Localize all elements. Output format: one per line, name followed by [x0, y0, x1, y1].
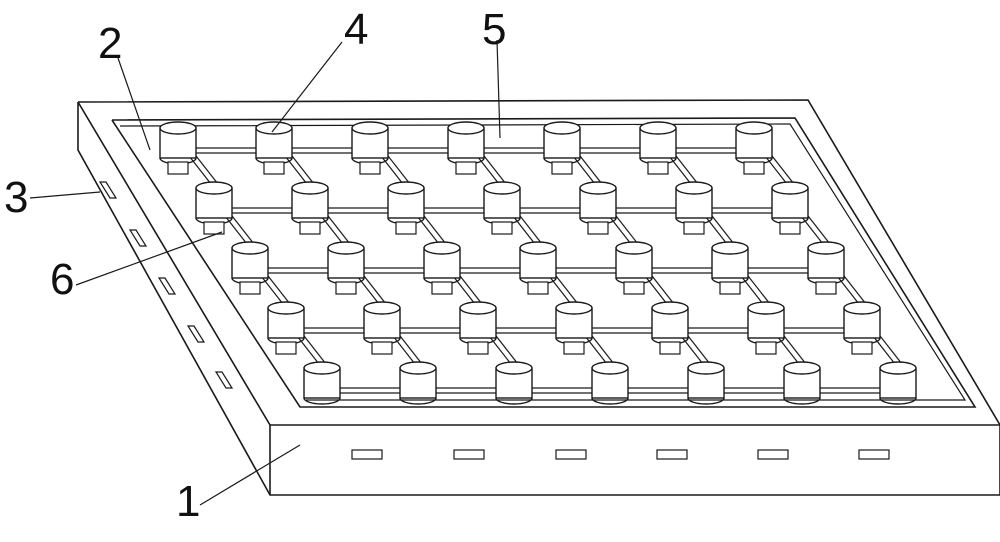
- cylinder: [711, 241, 749, 295]
- cylinder: [267, 301, 305, 355]
- cylinder: [483, 181, 521, 235]
- cylinder: [291, 181, 329, 235]
- roller-grid: [159, 121, 917, 405]
- cylinder: [303, 361, 341, 405]
- cylinder: [675, 181, 713, 235]
- cylinder: [231, 241, 269, 295]
- label-6: 6: [50, 255, 75, 304]
- label-3: 3: [4, 173, 29, 222]
- front-slots: [351, 449, 890, 460]
- cylinder: [591, 361, 629, 405]
- cylinder: [195, 181, 233, 235]
- label-5: 5: [482, 5, 507, 54]
- cylinder: [735, 121, 773, 175]
- cylinder: [423, 241, 461, 295]
- frame-body: [77, 99, 1000, 496]
- leader-lines: [29, 39, 501, 506]
- cylinder: [543, 121, 581, 175]
- cylinder: [783, 361, 821, 405]
- label-1: 1: [176, 477, 201, 526]
- cylinder: [519, 241, 557, 295]
- cylinder: [363, 301, 401, 355]
- cylinder: [615, 241, 653, 295]
- cylinder: [771, 181, 809, 235]
- cylinder: [351, 121, 389, 175]
- cylinder: [399, 361, 437, 405]
- cylinder: [639, 121, 677, 175]
- cylinder: [255, 121, 293, 175]
- cylinder: [555, 301, 593, 355]
- label-4: 4: [344, 5, 369, 54]
- cylinder: [747, 301, 785, 355]
- cylinder: [387, 181, 425, 235]
- label-2: 2: [98, 19, 123, 68]
- cylinder: [879, 361, 917, 405]
- cylinder: [651, 301, 689, 355]
- cylinder: [807, 241, 845, 295]
- cylinder: [327, 241, 365, 295]
- cylinder: [579, 181, 617, 235]
- cylinder: [495, 361, 533, 405]
- cylinder: [459, 301, 497, 355]
- cylinder: [687, 361, 725, 405]
- cylinder: [159, 121, 197, 175]
- cylinder: [447, 121, 485, 175]
- side-slots: [98, 181, 234, 389]
- cylinder: [843, 301, 881, 355]
